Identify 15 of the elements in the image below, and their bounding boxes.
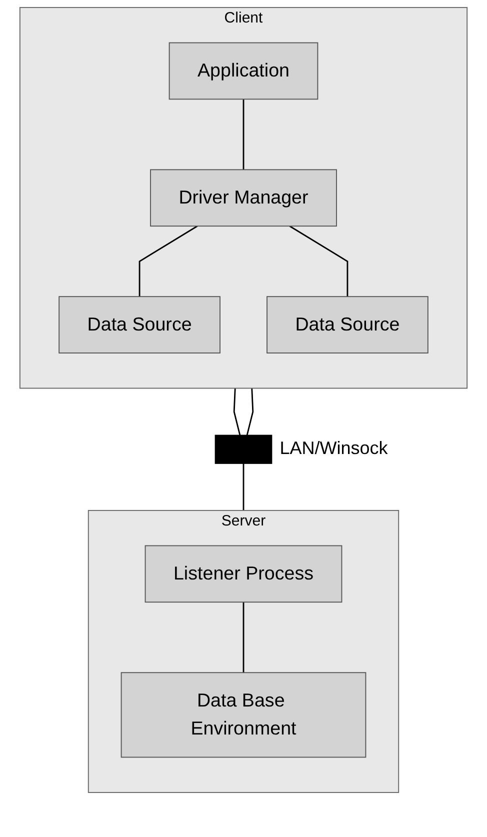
node-box: Driver Manager	[150, 169, 337, 227]
connector	[233, 388, 241, 436]
node-box: Data Source	[266, 296, 428, 354]
connector	[242, 463, 244, 510]
network-label: LAN/Winsock	[280, 438, 388, 460]
node-box: Data Base Environment	[120, 672, 366, 758]
connector	[246, 388, 254, 436]
node-bar	[214, 434, 272, 464]
node-box: Data Source	[58, 296, 220, 354]
node-box: Listener Process	[144, 545, 342, 603]
connector	[242, 602, 244, 673]
connector	[289, 225, 348, 297]
connector	[242, 99, 244, 170]
node-box: Application	[168, 42, 318, 100]
connector	[138, 225, 198, 297]
